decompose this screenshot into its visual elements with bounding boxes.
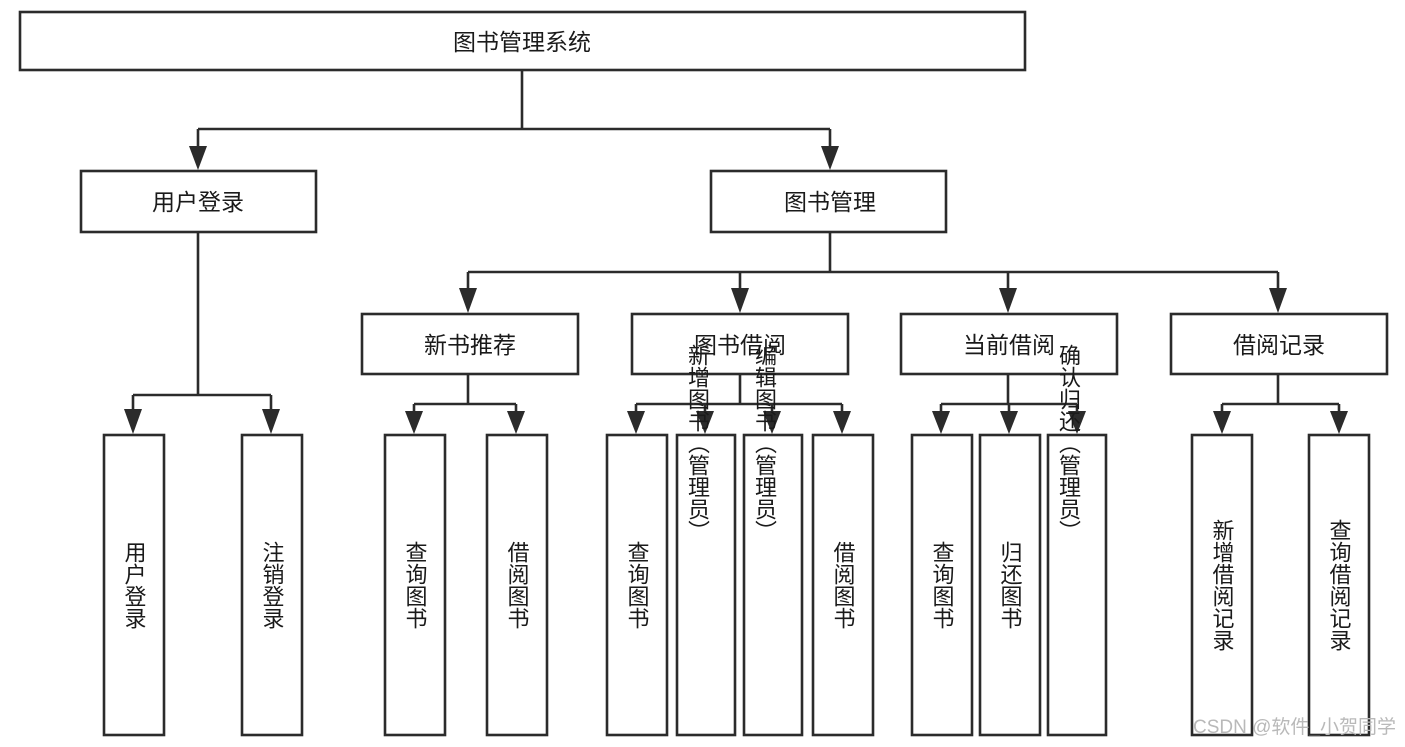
leaf-current-return-book[interactable]: 归还图书	[978, 433, 1042, 737]
leaf-user-logout-box[interactable]	[240, 433, 304, 737]
leaf-user-login-box[interactable]	[102, 433, 166, 737]
connector-layer	[124, 70, 1348, 434]
leaf-borrow-edit-book-label: 编辑图书（管理员）	[752, 344, 777, 542]
arrow-current-to-return-book	[1000, 411, 1018, 434]
leaf-user-login[interactable]: 用户登录	[102, 433, 166, 737]
leaf-record-add-record-label: 新增借阅记录	[1210, 519, 1235, 651]
arrow-borrow-to-edit-book	[763, 411, 781, 434]
node-user-login-box[interactable]	[79, 169, 318, 234]
leaf-new-borrow-book-box[interactable]	[485, 433, 549, 737]
leaf-borrow-add-book-label: 新增图书（管理员）	[685, 344, 710, 542]
leaf-borrow-query-book-label: 查询图书	[625, 541, 650, 629]
node-book-manage[interactable]: 图书管理	[709, 169, 948, 234]
node-borrow-record[interactable]: 借阅记录	[1169, 312, 1389, 376]
arrow-root-to-user-login	[189, 146, 207, 170]
node-book-borrow-box[interactable]	[630, 312, 850, 376]
node-new-book-recommend-box[interactable]	[360, 312, 580, 376]
node-user-login-label: 用户登录	[152, 189, 244, 215]
leaf-new-borrow-book[interactable]: 借阅图书	[485, 433, 549, 737]
node-new-book-recommend[interactable]: 新书推荐	[360, 312, 580, 376]
leaf-new-query-book[interactable]: 查询图书	[383, 433, 447, 737]
node-current-borrow[interactable]: 当前借阅	[899, 312, 1119, 376]
node-book-borrow-label: 图书借阅	[694, 332, 786, 358]
arrow-ul-to-logout	[262, 409, 280, 434]
leaf-new-query-book-label: 查询图书	[403, 541, 428, 629]
node-current-borrow-box[interactable]	[899, 312, 1119, 376]
arrow-borrow-to-query-book	[627, 411, 645, 434]
leaf-borrow-edit-book[interactable]: 编辑图书（管理员）	[742, 344, 804, 737]
arrow-borrow-to-add-book	[696, 411, 714, 434]
leaf-borrow-add-book-box[interactable]	[675, 433, 737, 737]
arrow-record-to-add-record	[1213, 411, 1231, 434]
leaf-user-login-label: 用户登录	[122, 541, 147, 629]
leaf-borrow-edit-book-box[interactable]	[742, 433, 804, 737]
arrow-record-to-query-record	[1330, 411, 1348, 434]
node-root[interactable]: 图书管理系统	[18, 10, 1027, 72]
arrow-bm-to-current	[999, 288, 1017, 313]
leaf-record-query-record-label: 查询借阅记录	[1327, 519, 1352, 651]
arrow-new-to-borrow-book	[507, 411, 525, 434]
leaf-current-return-book-box[interactable]	[978, 433, 1042, 737]
leaf-current-query-book-box[interactable]	[910, 433, 974, 737]
node-current-borrow-label: 当前借阅	[963, 332, 1055, 358]
arrow-current-to-confirm-return	[1068, 411, 1086, 434]
arrow-new-to-query-book	[405, 411, 423, 434]
node-borrow-record-label: 借阅记录	[1233, 332, 1325, 358]
leaf-current-confirm-return-label: 确认归还（管理员）	[1056, 344, 1081, 542]
leaf-user-logout-label: 注销登录	[260, 541, 285, 629]
node-root-label: 图书管理系统	[453, 29, 591, 55]
arrow-borrow-to-borrow-book	[833, 411, 851, 434]
arrow-bm-to-borrow	[731, 288, 749, 313]
node-book-manage-label: 图书管理	[784, 189, 876, 215]
node-borrow-record-box[interactable]	[1169, 312, 1389, 376]
leaf-user-logout[interactable]: 注销登录	[240, 433, 304, 737]
leaf-borrow-query-book-box[interactable]	[605, 433, 669, 737]
leaf-borrow-borrow-book[interactable]: 借阅图书	[811, 433, 875, 737]
leaf-current-confirm-return[interactable]: 确认归还（管理员）	[1046, 344, 1108, 737]
leaf-new-query-book-box[interactable]	[383, 433, 447, 737]
watermark-text: CSDN @软件_小贺同学	[1193, 716, 1396, 738]
arrow-bm-to-record	[1269, 288, 1287, 313]
node-book-borrow[interactable]: 图书借阅	[630, 312, 850, 376]
leaf-borrow-query-book[interactable]: 查询图书	[605, 433, 669, 737]
arrow-bm-to-new	[459, 288, 477, 313]
arrow-current-to-query-book	[932, 411, 950, 434]
leaf-borrow-borrow-book-box[interactable]	[811, 433, 875, 737]
node-new-book-recommend-label: 新书推荐	[424, 332, 516, 358]
arrow-ul-to-login	[124, 409, 142, 434]
leaf-record-query-record[interactable]: 查询借阅记录	[1307, 433, 1371, 737]
arrow-root-to-book-manage	[821, 146, 839, 170]
node-user-login[interactable]: 用户登录	[79, 169, 318, 234]
leaf-new-borrow-book-label: 借阅图书	[505, 541, 530, 629]
leaf-borrow-add-book[interactable]: 新增图书（管理员）	[675, 344, 737, 737]
leaf-current-return-book-label: 归还图书	[998, 541, 1023, 629]
leaf-record-query-record-box[interactable]	[1307, 433, 1371, 737]
leaf-current-query-book[interactable]: 查询图书	[910, 433, 974, 737]
node-book-manage-box[interactable]	[709, 169, 948, 234]
leaf-record-add-record[interactable]: 新增借阅记录	[1190, 433, 1254, 737]
leaf-current-query-book-label: 查询图书	[930, 541, 955, 629]
leaf-record-add-record-box[interactable]	[1190, 433, 1254, 737]
leaf-borrow-borrow-book-label: 借阅图书	[831, 541, 856, 629]
node-root-box[interactable]	[18, 10, 1027, 72]
leaf-current-confirm-return-box[interactable]	[1046, 433, 1108, 737]
